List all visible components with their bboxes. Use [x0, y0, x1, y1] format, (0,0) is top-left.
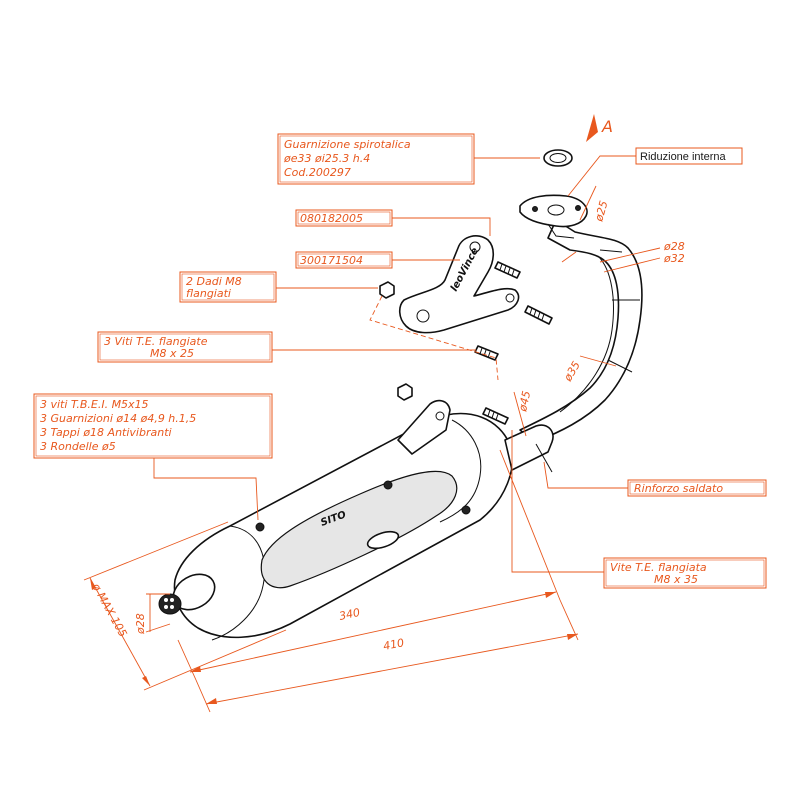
- reducer-label: Riduzione interna: [640, 151, 726, 163]
- dim-flange-label: ø25: [592, 199, 610, 223]
- dim-tail-label: ø28: [134, 613, 147, 635]
- exhaust-assembly: leoVince: [158, 149, 643, 641]
- callout-part-080182005: 080182005: [295, 209, 491, 236]
- callout-kit: 3 viti T.B.E.I. M5x15 3 Guarnizioni ø14 …: [33, 393, 273, 521]
- callout-gasket: Guarnizione spirotalica øe33 øi25.3 h.4 …: [277, 133, 540, 185]
- header-pipe: [519, 194, 643, 443]
- weld-label: Rinforzo saldato: [634, 482, 723, 495]
- dim-length-410-label: 410: [382, 636, 405, 653]
- gasket-line-2: øe33 øi25.3 h.4: [283, 152, 370, 165]
- view-marker: A: [586, 114, 613, 142]
- annotation-layer: A Guarnizione spirotalica øe33 øi25.3 h.…: [33, 114, 767, 713]
- dim-length-340: 340: [177, 449, 561, 681]
- callout-nuts: 2 Dadi M8 flangiati: [179, 271, 378, 303]
- callout-weld: Rinforzo saldato: [543, 461, 767, 497]
- dim-pipe-inner-label: ø28: [663, 240, 685, 253]
- callout-part-300171504: 300171504: [295, 251, 460, 269]
- dim-pipe: ø28 ø32: [561, 240, 685, 273]
- callout-screw-m8x35: Vite T.E. flangiata M8 x 35: [511, 430, 767, 589]
- exhaust-flange: [519, 194, 588, 228]
- nuts-line-1: 2 Dadi M8: [186, 275, 242, 288]
- dim-mid-pipe-label: ø35: [561, 359, 583, 384]
- screw-m8x35-line-2: M8 x 35: [654, 573, 698, 586]
- kit-line-4: 3 Rondelle ø5: [40, 440, 116, 453]
- dim-tail: ø28: [134, 593, 171, 635]
- hardware: [379, 261, 553, 425]
- kit-line-2: 3 Guarnizioni ø14 ø4,9 h.1,5: [40, 412, 196, 425]
- muffler: SITO: [158, 399, 554, 641]
- screws-line-1: 3 Viti T.E. flangiate: [104, 335, 208, 348]
- kit-line-1: 3 viti T.B.E.I. M5x15: [40, 398, 149, 411]
- nuts-line-2: flangiati: [186, 287, 231, 300]
- view-marker-label: A: [601, 117, 613, 136]
- spiral-gasket: [543, 149, 573, 167]
- screw-bolt: [494, 261, 521, 279]
- flange-nut: [379, 281, 395, 299]
- part-2-label: 300171504: [300, 254, 363, 267]
- gasket-line-3: Cod.200297: [284, 166, 351, 179]
- dim-max-dia-label: ø MAX 105: [89, 580, 130, 639]
- callout-screws-m8x25: 3 Viti T.E. flangiate M8 x 25: [97, 331, 476, 363]
- gasket-line-1: Guarnizione spirotalica: [284, 138, 411, 151]
- callout-reducer: Riduzione interna: [567, 147, 743, 197]
- screw-m8x35-line-1: Vite T.E. flangiata: [610, 561, 707, 574]
- bracket-guide-line: [369, 295, 499, 381]
- dim-length-410: 410: [195, 599, 579, 713]
- kit-line-3: 3 Tappi ø18 Antivibranti: [40, 426, 172, 439]
- part-1-label: 080182005: [300, 212, 363, 225]
- dim-pipe-outer-label: ø32: [663, 252, 685, 265]
- flange-nut: [397, 383, 413, 401]
- dim-link-pipe-label: ø45: [516, 390, 533, 414]
- mounting-bracket: leoVince: [398, 235, 520, 334]
- screw-bolt: [482, 407, 509, 425]
- screw-bolt: [524, 305, 553, 325]
- dim-length-340-label: 340: [338, 606, 361, 623]
- dim-link-pipe: ø45: [513, 390, 533, 437]
- dim-flange: ø25: [579, 185, 611, 224]
- screws-line-2: M8 x 25: [150, 347, 194, 360]
